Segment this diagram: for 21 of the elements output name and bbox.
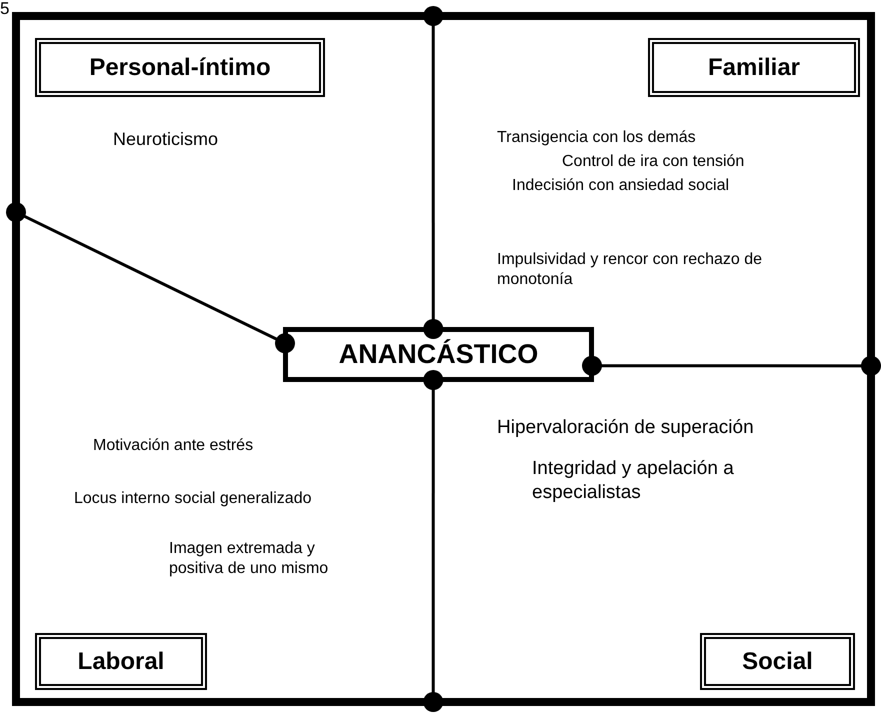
connector-line xyxy=(423,370,444,712)
trait-text: Integridad y apelación a especialistas xyxy=(532,457,735,504)
page-number: 5 xyxy=(0,0,10,20)
trait-text: Imagen extremada y positiva de uno mismo xyxy=(169,539,330,579)
central-box: ANANCÁSTICO xyxy=(283,327,594,382)
frame-box xyxy=(12,12,875,706)
trait-text: Indecisión con ansiedad social xyxy=(512,176,730,196)
trait-text: Motivación ante estrés xyxy=(93,436,254,456)
quadrant-title-box: Familiar xyxy=(648,38,860,97)
connector-line xyxy=(6,202,295,354)
trait-text: Control de ira con tensión xyxy=(562,152,744,172)
trait-text: Neuroticismo xyxy=(113,128,218,150)
trait-text: Impulsividad y rencor con rechazo de monotonía xyxy=(497,250,764,290)
quadrant-title-box: Social xyxy=(700,633,855,690)
quadrant-title-box: Personal-íntimo xyxy=(35,38,325,97)
trait-text: Hipervaloración de superación xyxy=(497,416,754,440)
connector-line xyxy=(423,6,444,339)
quadrant-title-box: Laboral xyxy=(35,633,207,690)
trait-text: Locus interno social generalizado xyxy=(74,489,312,509)
trait-text: Transigencia con los demás xyxy=(497,128,696,148)
connector-line xyxy=(582,356,881,376)
